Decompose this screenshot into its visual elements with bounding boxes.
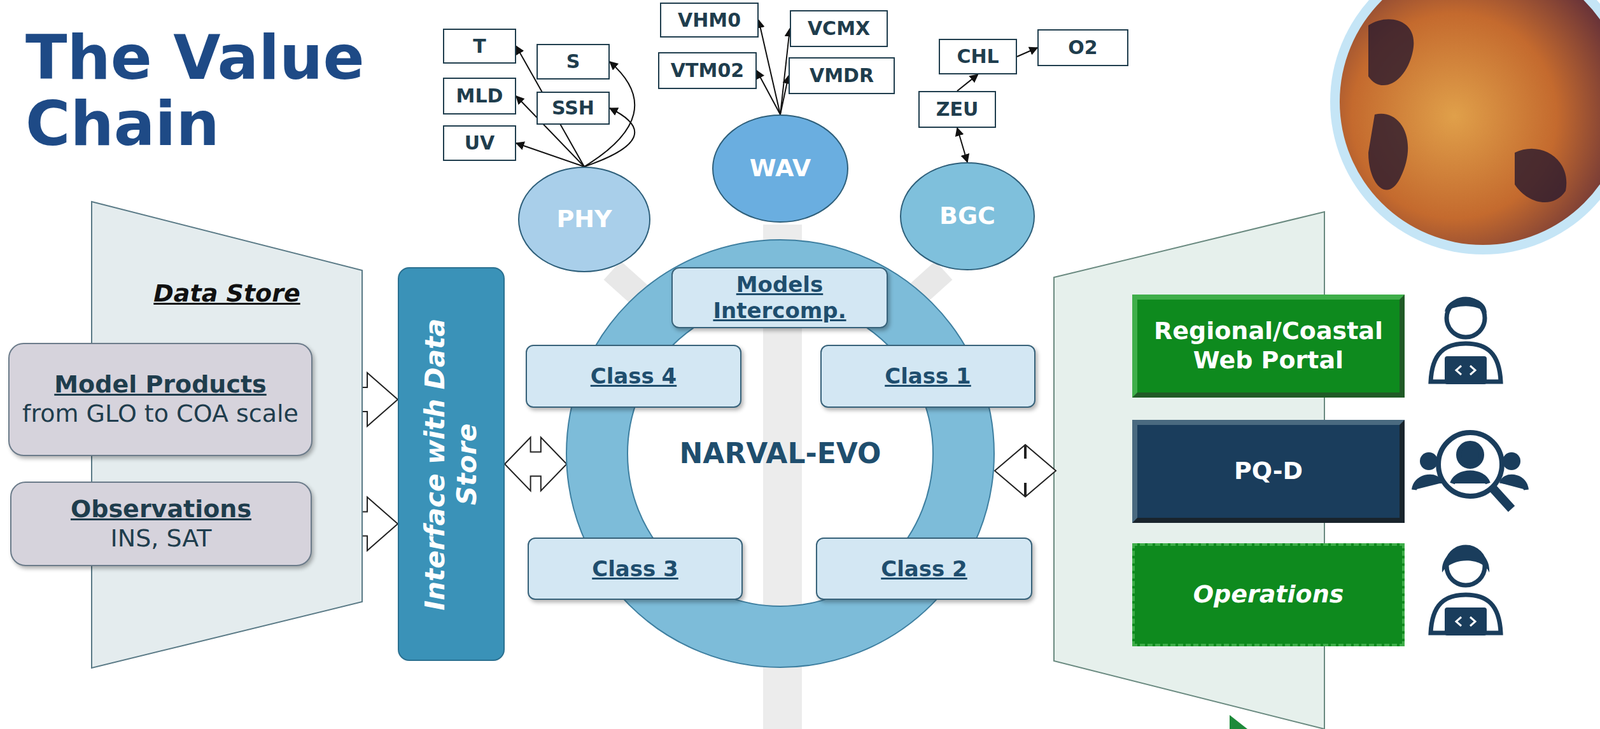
process-box: Regional/Coastal Web Portal <box>1132 294 1405 398</box>
node-label: Regional/Coastal Web Portal <box>1143 316 1394 375</box>
node-label: ZEU <box>936 98 979 121</box>
node-label: VHM0 <box>677 8 741 32</box>
process-box: PQ-D <box>1132 420 1405 524</box>
process-box: VMDR <box>788 57 895 95</box>
process-box: VCMX <box>789 10 888 48</box>
connector-arrow <box>780 75 789 115</box>
node-label: Data Store <box>153 279 300 309</box>
node-label: Model Products <box>54 370 267 400</box>
connector-arrow <box>957 74 979 92</box>
globe <box>1339 0 1600 246</box>
pointer <box>1229 715 1248 729</box>
hollow-double-arrow <box>994 445 1056 497</box>
node-label: PHY <box>556 204 612 235</box>
process-box: ZEU <box>918 91 997 128</box>
node-label: Interface with Data Store <box>419 286 484 643</box>
node-label: PQ-D <box>1234 456 1303 487</box>
ring-node: NARVAL-EVO Models Intercomp. Class 4 Class … <box>565 239 995 669</box>
process-box: Class 1 <box>820 344 1036 408</box>
analyst-icon <box>1414 432 1527 510</box>
node-label: VMDR <box>809 64 874 88</box>
node-label: Observations <box>70 495 252 525</box>
process-box: O2 <box>1037 29 1129 67</box>
process-box: Models Intercomp. <box>671 267 888 329</box>
node-label: CHL <box>956 45 999 69</box>
node-label: Operations <box>1193 580 1345 610</box>
process-box: S <box>536 43 610 80</box>
process-box: MLD <box>442 77 517 115</box>
process-box: CHL <box>938 38 1018 75</box>
store-panel: Data StoreModel Productsfrom GLO to COA … <box>91 201 363 669</box>
process-box: VTM02 <box>658 52 757 90</box>
node-label: S <box>566 50 581 74</box>
process-box: Class 4 <box>525 344 742 408</box>
process-box: VHM0 <box>659 2 759 38</box>
process-box: Interface with Data Store <box>397 267 505 662</box>
node-label: VTM02 <box>670 59 744 83</box>
operator-icon <box>1430 547 1501 636</box>
connector-arrow <box>756 70 781 115</box>
connector-arrow <box>758 20 781 116</box>
connector-arrow <box>957 127 968 163</box>
node-detail: from GLO to COA scale <box>22 399 299 429</box>
diagram-title: The Value Chain <box>25 25 382 158</box>
process-box: Model Productsfrom GLO to COA scale <box>8 343 313 457</box>
node-label: NARVAL-EVO <box>679 437 882 471</box>
globe-halo <box>1330 0 1600 255</box>
node-label: Class 4 <box>590 363 678 390</box>
process-box: UV <box>442 125 517 162</box>
node-label: WAV <box>749 154 811 184</box>
ring-shape <box>566 239 995 668</box>
node-label: Class 3 <box>591 556 679 583</box>
node-label: BGC <box>939 201 996 232</box>
hollow-double-arrow <box>504 437 567 492</box>
node-detail: INS, SAT <box>110 524 212 554</box>
ellipse-shape <box>900 162 1035 270</box>
process-box: Class 2 <box>815 537 1033 601</box>
node-label: SSH <box>551 96 595 120</box>
connector-arrow <box>1017 47 1038 57</box>
process-box: T <box>442 28 517 64</box>
node-label: MLD <box>456 84 504 108</box>
node-label: Class 2 <box>880 556 968 583</box>
process-box: SSH <box>536 91 610 125</box>
category-circle: BGC <box>899 162 1035 271</box>
node-label: O2 <box>1067 36 1098 60</box>
process-box: Class 3 <box>527 537 743 601</box>
category-circle: WAV <box>712 114 849 223</box>
category-circle: PHY <box>518 166 651 273</box>
ellipse-shape <box>518 167 650 272</box>
process-box: Operations <box>1132 543 1405 647</box>
process-box: ObservationsINS, SAT <box>10 481 312 567</box>
node-label: VCMX <box>807 17 871 41</box>
developer-icon <box>1430 297 1501 385</box>
connector-arrow <box>516 143 585 167</box>
globe-continents <box>1368 19 1567 203</box>
ellipse-shape <box>712 115 848 223</box>
node-label: Models Intercomp. <box>679 271 881 324</box>
node-label: T <box>472 35 486 58</box>
node-label: Class 1 <box>884 363 972 390</box>
node-label: UV <box>464 131 496 155</box>
